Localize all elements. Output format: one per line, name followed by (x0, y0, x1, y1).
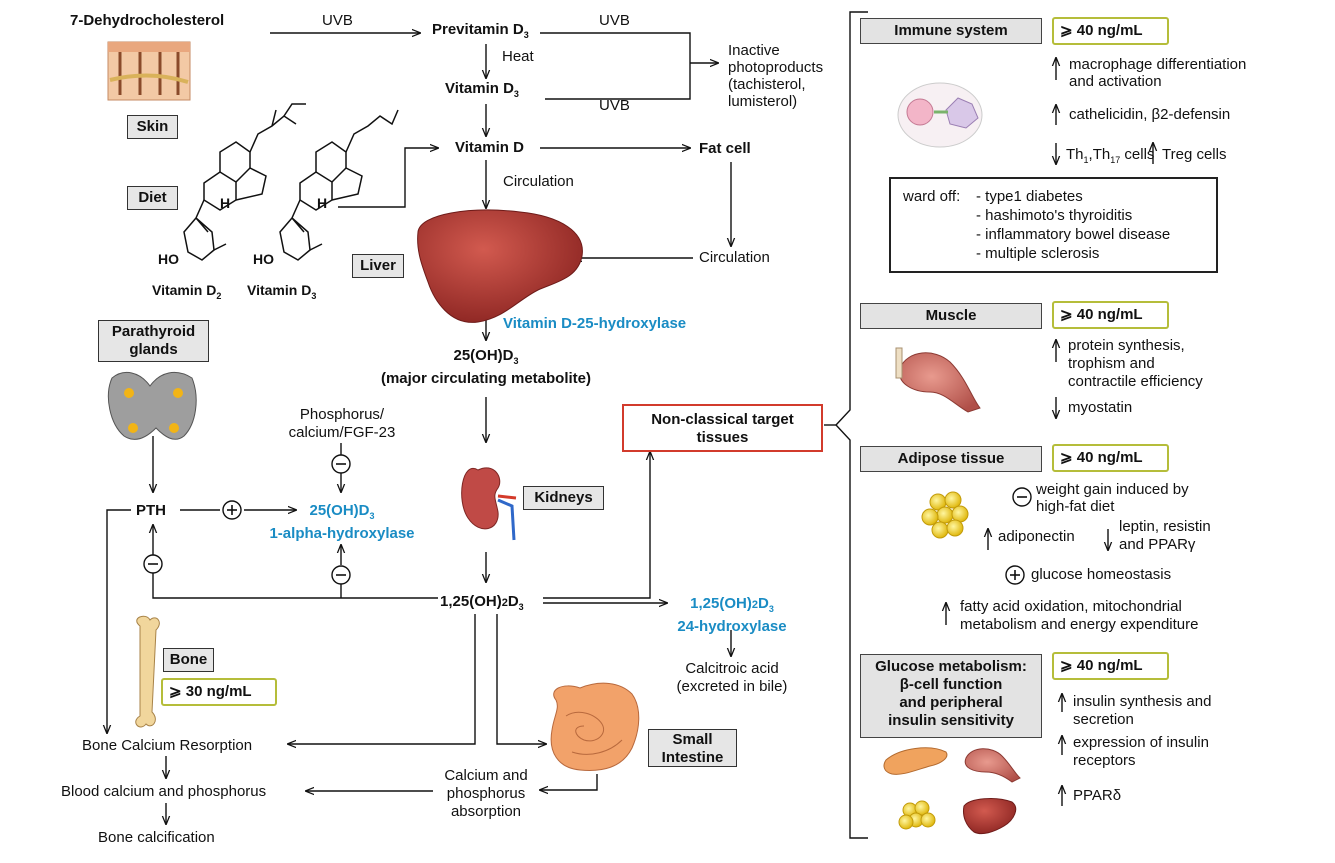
intestine-illustration (550, 682, 640, 771)
vitamin-d3-structure (279, 109, 399, 261)
1-alpha-hydroxylase-label: 25(OH)D3 1-alpha-hydroxylase (269, 502, 415, 542)
vitamin-d-25-hydroxylase-label: Vitamin D-25-hydroxylase (503, 315, 687, 332)
uvb-label: UVB (322, 12, 353, 29)
immune-illustration (897, 82, 983, 148)
adipose-tissue-header: Adipose tissue (860, 446, 1042, 472)
dehydrocholesterol-label: 7-Dehydrocholesterol (70, 12, 225, 29)
bone-illustration (135, 615, 160, 728)
h-atom-label: H (220, 195, 231, 211)
diet-label: Diet (127, 186, 178, 210)
liver-label: Liver (352, 254, 404, 278)
muscle-illustration (895, 347, 981, 413)
glucose-threshold-badge: ⩾ 40 ng/mL (1052, 652, 1169, 680)
bone-threshold-badge: ⩾ 30 ng/mL (161, 678, 277, 706)
vitamin-d2-structure (183, 103, 306, 261)
bone-label: Bone (163, 648, 214, 672)
adiponectin-text: adiponectin (998, 528, 1075, 545)
blood-calcium-phosphorus-label: Blood calcium and phosphorus (61, 783, 267, 800)
1-25-oh2-d3-label: 1,25(OH)2D3 (440, 593, 524, 612)
vitamin-d-label: Vitamin D (455, 139, 524, 156)
parathyroid-illustration (107, 371, 197, 440)
phosphorus-calcium-fgf23-label: Phosphorus/calcium/FGF-23 (288, 406, 396, 441)
vitamin-d3-label: Vitamin D3 (445, 80, 519, 99)
myostatin-text: myostatin (1068, 399, 1133, 416)
muscle-small-illustration (964, 748, 1021, 783)
muscle-threshold-badge: ⩾ 40 ng/mL (1052, 301, 1169, 329)
treg-cells-text: Treg cells (1162, 146, 1227, 163)
vitamin-d3-caption: Vitamin D3 (247, 282, 317, 301)
th-cells-text: Th1,Th17 cells (1066, 146, 1155, 165)
ppar-delta-text: PPARδ (1073, 787, 1122, 804)
adipose-threshold-badge: ⩾ 40 ng/mL (1052, 444, 1169, 472)
previtamin-label: Previtamin D3 (432, 21, 529, 40)
24-hydroxylase-label: 1,25(OH)2D3 24-hydroxylase (677, 595, 787, 635)
ward-off-box: ward off: - type1 diabetes - hashimoto's… (889, 177, 1218, 273)
ward-off-list: - type1 diabetes - hashimoto's thyroidit… (976, 188, 1171, 262)
muscle-header: Muscle (860, 303, 1042, 329)
ho-group-label: HO (158, 251, 179, 267)
kidney-illustration (461, 467, 517, 541)
skin-illustration (107, 41, 191, 101)
cathelicidin-text: cathelicidin, β2-defensin (1069, 106, 1231, 123)
bone-calcium-resorption-label: Bone Calcium Resorption (82, 737, 253, 754)
circulation-label: Circulation (503, 173, 574, 190)
fat-small-illustration (898, 800, 936, 830)
immune-threshold-badge: ⩾ 40 ng/mL (1052, 17, 1169, 45)
pancreas-illustration (883, 747, 948, 775)
uvb-label: UVB (599, 12, 630, 29)
kidneys-label: Kidneys (523, 486, 604, 510)
liver-small-illustration (963, 798, 1017, 835)
25-oh-d3-label: 25(OH)D3 (major circulating metabolite) (380, 347, 592, 387)
fat-cell-label: Fat cell (699, 140, 751, 157)
circulation-label: Circulation (699, 249, 770, 266)
h-atom-label: H (317, 195, 328, 211)
bone-calcification-label: Bone calcification (98, 829, 215, 846)
calcitroic-acid-label: Calcitroic acid(excreted in bile) (676, 660, 788, 695)
heat-label: Heat (502, 48, 534, 65)
ho-group-label: HO (253, 251, 274, 267)
pth-label: PTH (136, 502, 166, 519)
glucose-homeostasis-text: glucose homeostasis (1031, 566, 1172, 583)
liver-illustration (417, 209, 583, 323)
uvb-label: UVB (599, 97, 630, 114)
vitamin-d2-caption: Vitamin D2 (152, 282, 222, 301)
adipose-illustration (921, 491, 969, 539)
skin-label: Skin (127, 115, 178, 139)
immune-system-header: Immune system (860, 18, 1042, 44)
ward-off-label: ward off: (903, 188, 961, 205)
